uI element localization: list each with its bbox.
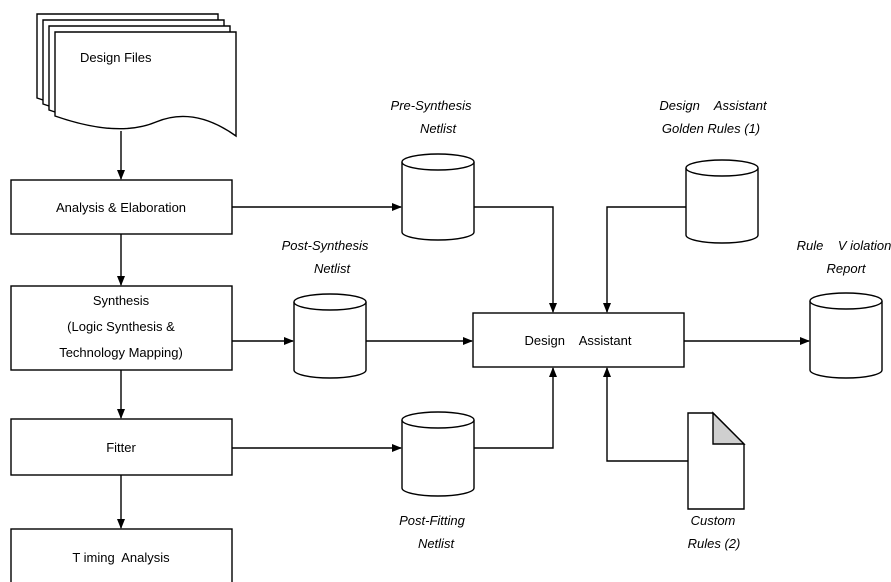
post-synthesis-netlist-cylinder: Post-Synthesis Netlist [282,238,369,379]
design-assistant-box: Design Assistant [472,312,685,368]
fitter-box: Fitter [10,418,233,476]
rule-violation-report-cylinder: Rule V iolation Report [797,238,891,379]
synthesis-label-line-1: Synthesis [93,293,150,308]
arrow-golden-rules-to-assistant [603,206,686,313]
golden-rules-cylinder: Design Assistant Golden Rules (1) [659,98,768,244]
timing-analysis-box: T iming Analysis [10,528,233,582]
rule-violation-label-line-2: Report [826,261,866,276]
design-files-stack: Design Files [36,13,237,138]
golden-rules-label-line-1: Design Assistant [659,98,768,113]
pre-synthesis-label-line-1: Pre-Synthesis [391,98,472,113]
custom-rules-label-line-1: Custom [691,513,736,528]
flow-connectors [117,131,810,529]
synthesis-label-line-2: (Logic Synthesis & [67,319,175,334]
fitter-label: Fitter [106,440,136,455]
design-files-label: Design Files [80,50,152,65]
post-fitting-label-line-1: Post-Fitting [399,513,466,528]
pre-synthesis-netlist-cylinder: Pre-Synthesis Netlist [391,98,475,241]
pre-synthesis-label-line-2: Netlist [420,121,458,136]
rule-violation-label-line-1: Rule V iolation [797,238,891,253]
arrow-post-fitting-to-assistant [474,367,557,449]
analysis-elaboration-label: Analysis & Elaboration [56,200,186,215]
analysis-elaboration-box: Analysis & Elaboration [10,179,233,235]
synthesis-box: Synthesis (Logic Synthesis & Technology … [10,285,233,371]
arrow-custom-rules-to-assistant [603,367,688,462]
post-synthesis-label-line-2: Netlist [314,261,352,276]
arrow-pre-synthesis-to-assistant [474,206,557,313]
custom-rules-label-line-2: Rules (2) [688,536,741,551]
design-assistant-label: Design Assistant [525,333,632,348]
synthesis-label-line-3: Technology Mapping) [59,345,183,360]
post-synthesis-label-line-1: Post-Synthesis [282,238,369,253]
post-fitting-label-line-2: Netlist [418,536,456,551]
timing-analysis-label: T iming Analysis [72,550,170,565]
custom-rules-document: Custom Rules (2) [687,411,746,551]
golden-rules-label-line-2: Golden Rules (1) [662,121,760,136]
post-fitting-netlist-cylinder: Post-Fitting Netlist [399,411,475,551]
